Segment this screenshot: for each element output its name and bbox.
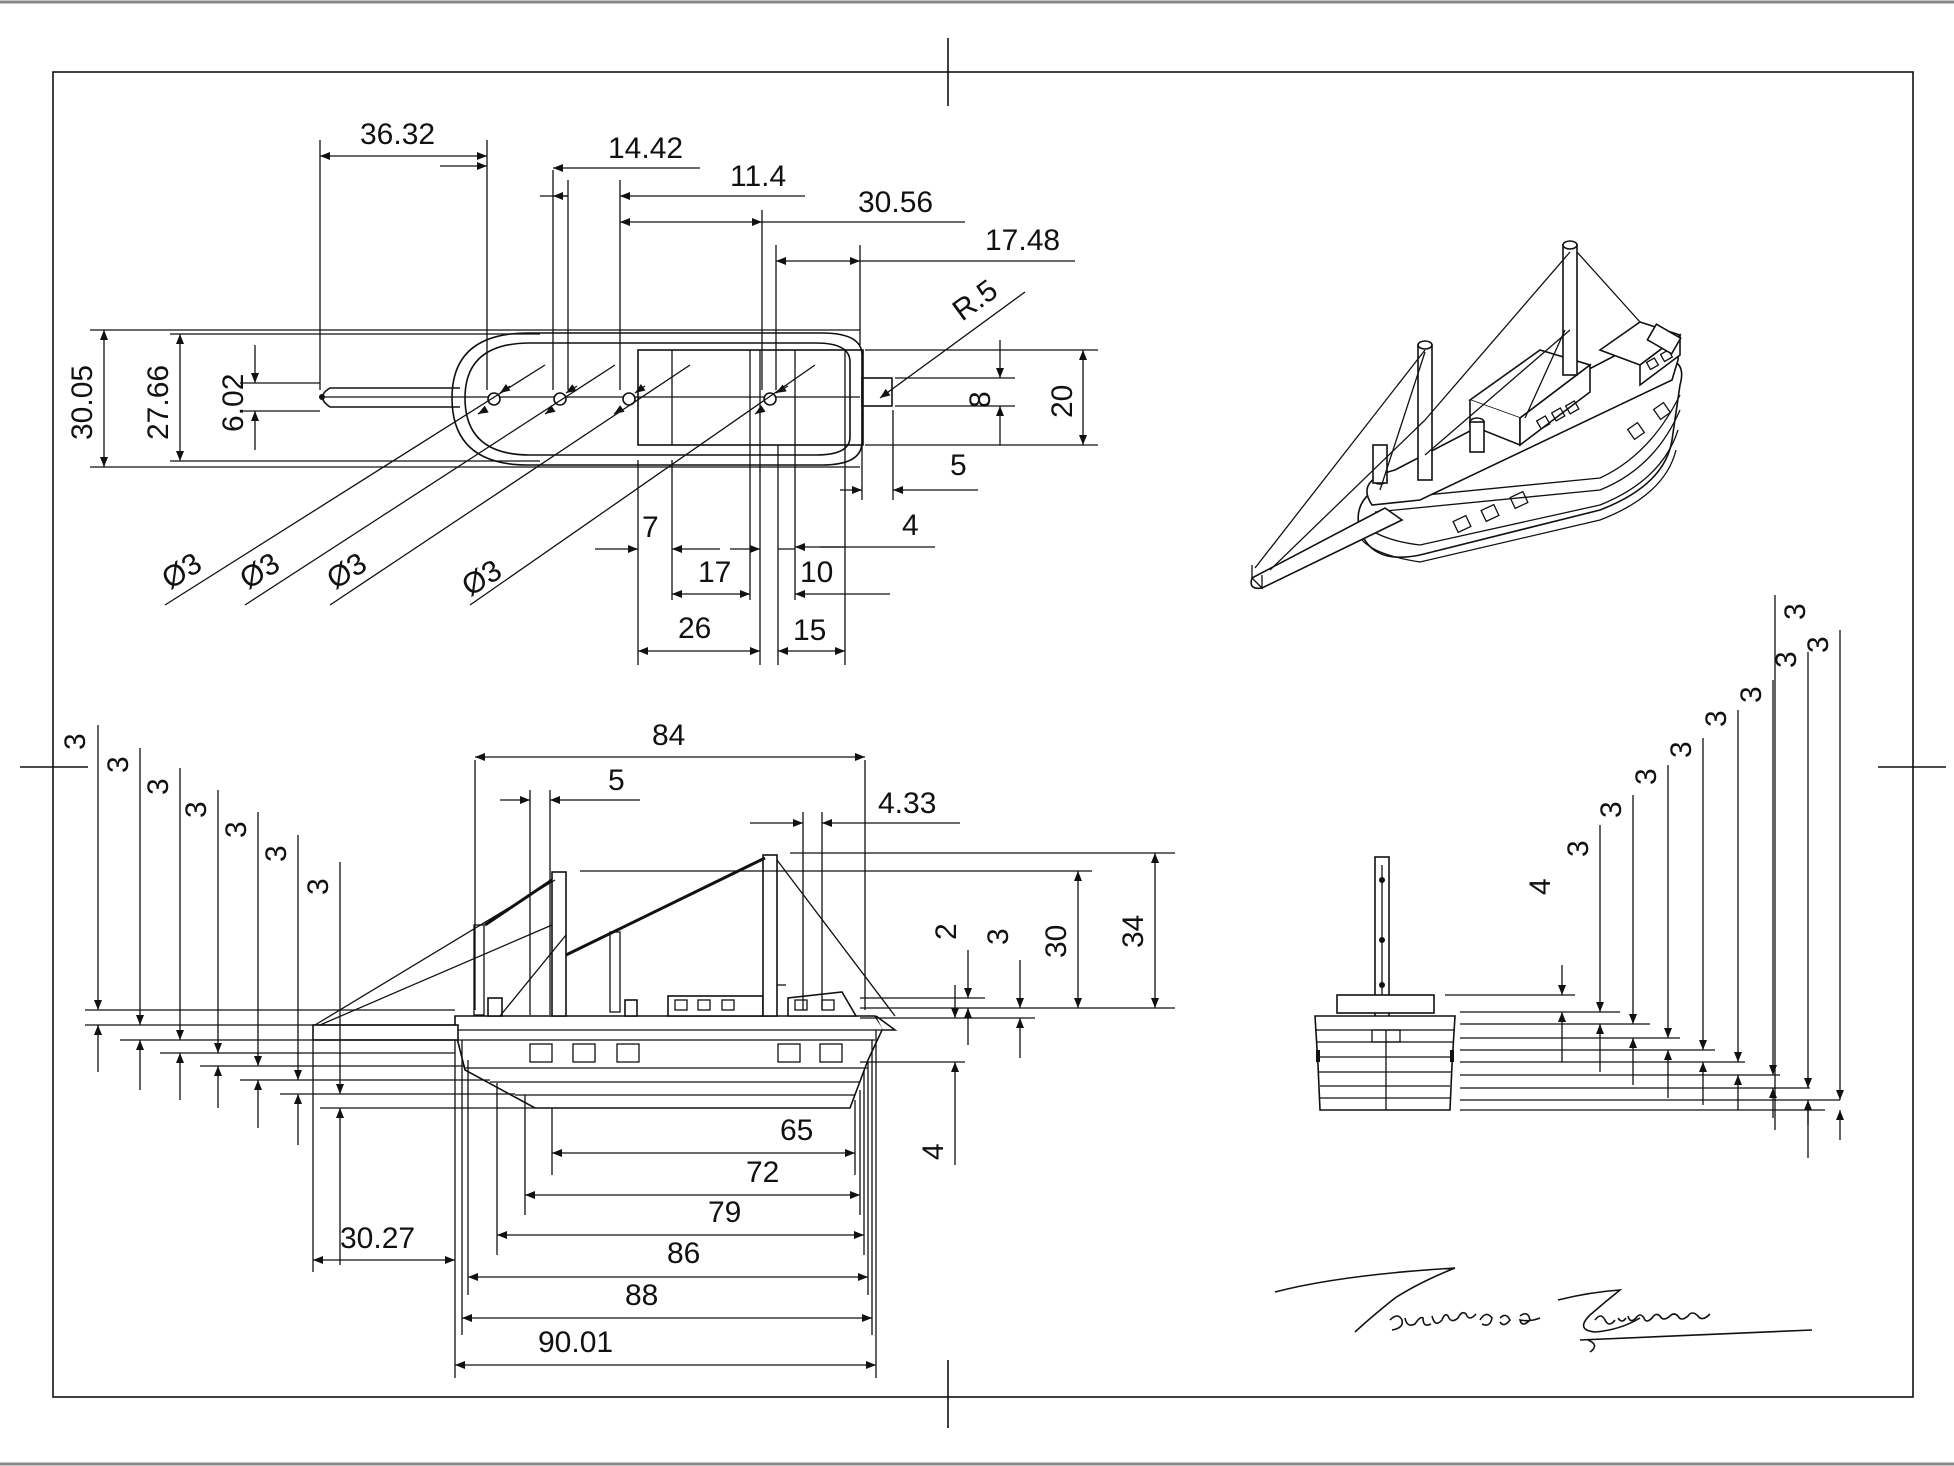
dim-3-end-6: 3 (1735, 686, 1768, 703)
dim-6-02: 6.02 (217, 374, 250, 432)
dim-3-stack-7: 3 (302, 878, 335, 895)
dim-7: 7 (642, 511, 659, 544)
dim-79: 79 (708, 1196, 741, 1229)
dim-15: 15 (793, 614, 826, 647)
dim-hole-1: Ø3 (156, 547, 207, 596)
dim-3-stack-6: 3 (260, 845, 293, 862)
signature (1274, 1267, 1813, 1353)
dim-3-stack-4: 3 (180, 801, 213, 818)
dim-17: 17 (698, 556, 731, 589)
dim-88: 88 (625, 1279, 658, 1312)
top-view: Ø3 Ø3 Ø3 Ø3 36.32 14.42 11.4 30.56 17.48… (66, 118, 1098, 665)
hull-inner (464, 342, 851, 456)
dim-34: 34 (1117, 915, 1150, 948)
dim-3-end-1: 3 (1562, 840, 1595, 857)
hull-outline (451, 332, 863, 466)
dim-3-end-3: 3 (1630, 768, 1663, 785)
iso-bowsprit (1250, 507, 1404, 590)
side-bowsprit (312, 1024, 459, 1041)
dim-3-stack-5: 3 (220, 821, 253, 838)
dim-30-05: 30.05 (66, 365, 99, 440)
hole-4 (763, 392, 777, 406)
dim-3-side-right: 3 (982, 928, 1015, 945)
dim-4: 4 (902, 509, 919, 542)
end-view: 4 3 3 3 3 3 3 3 3 3 (1314, 595, 1844, 1158)
dim-4-33: 4.33 (878, 787, 936, 820)
dim-17-48: 17.48 (985, 224, 1060, 257)
dim-3-stack-2: 3 (102, 756, 135, 773)
dim-3-end-9: 3 (1779, 603, 1812, 620)
dim-27-66: 27.66 (142, 365, 175, 440)
dim-4-end: 4 (1524, 878, 1557, 895)
dim-2: 2 (930, 923, 963, 940)
dim-72: 72 (746, 1156, 779, 1189)
dim-10: 10 (800, 556, 833, 589)
dim-r-5: R.5 (947, 274, 1004, 328)
dim-5-side: 5 (608, 764, 625, 797)
dim-30-56: 30.56 (858, 186, 933, 219)
dim-3-end-8: 3 (1802, 636, 1835, 653)
dim-8: 8 (964, 391, 997, 408)
dim-hole-4: Ø3 (456, 554, 507, 603)
dim-14-42: 14.42 (608, 132, 683, 165)
dim-30-27: 30.27 (340, 1222, 415, 1255)
dim-3-end-4: 3 (1665, 741, 1698, 758)
dim-90-01: 90.01 (538, 1326, 613, 1359)
dim-3-end-5: 3 (1700, 710, 1733, 727)
dim-36-32: 36.32 (360, 118, 435, 151)
dim-3-stack-3: 3 (142, 778, 175, 795)
dim-20: 20 (1046, 385, 1079, 418)
dim-3-end-7: 3 (1770, 651, 1803, 668)
side-view: 84 5 4.33 34 30 3 2 4 (59, 719, 1175, 1378)
dim-65: 65 (780, 1114, 813, 1147)
side-mast-main (762, 854, 778, 1017)
dim-86: 86 (667, 1237, 700, 1270)
iso-mast-main (1562, 244, 1578, 376)
isometric-view (1250, 240, 1683, 590)
dim-26: 26 (678, 612, 711, 645)
dim-5: 5 (950, 449, 967, 482)
dim-3-stack-1: 3 (59, 733, 92, 750)
dim-11-4: 11.4 (730, 160, 786, 193)
side-hull (454, 1015, 884, 1109)
dim-hole-3: Ø3 (321, 547, 372, 596)
dim-30: 30 (1040, 925, 1073, 958)
dim-4-side: 4 (917, 1143, 950, 1160)
dim-3-end-2: 3 (1595, 801, 1628, 818)
dim-hole-2: Ø3 (234, 547, 285, 596)
dim-84: 84 (652, 719, 685, 752)
